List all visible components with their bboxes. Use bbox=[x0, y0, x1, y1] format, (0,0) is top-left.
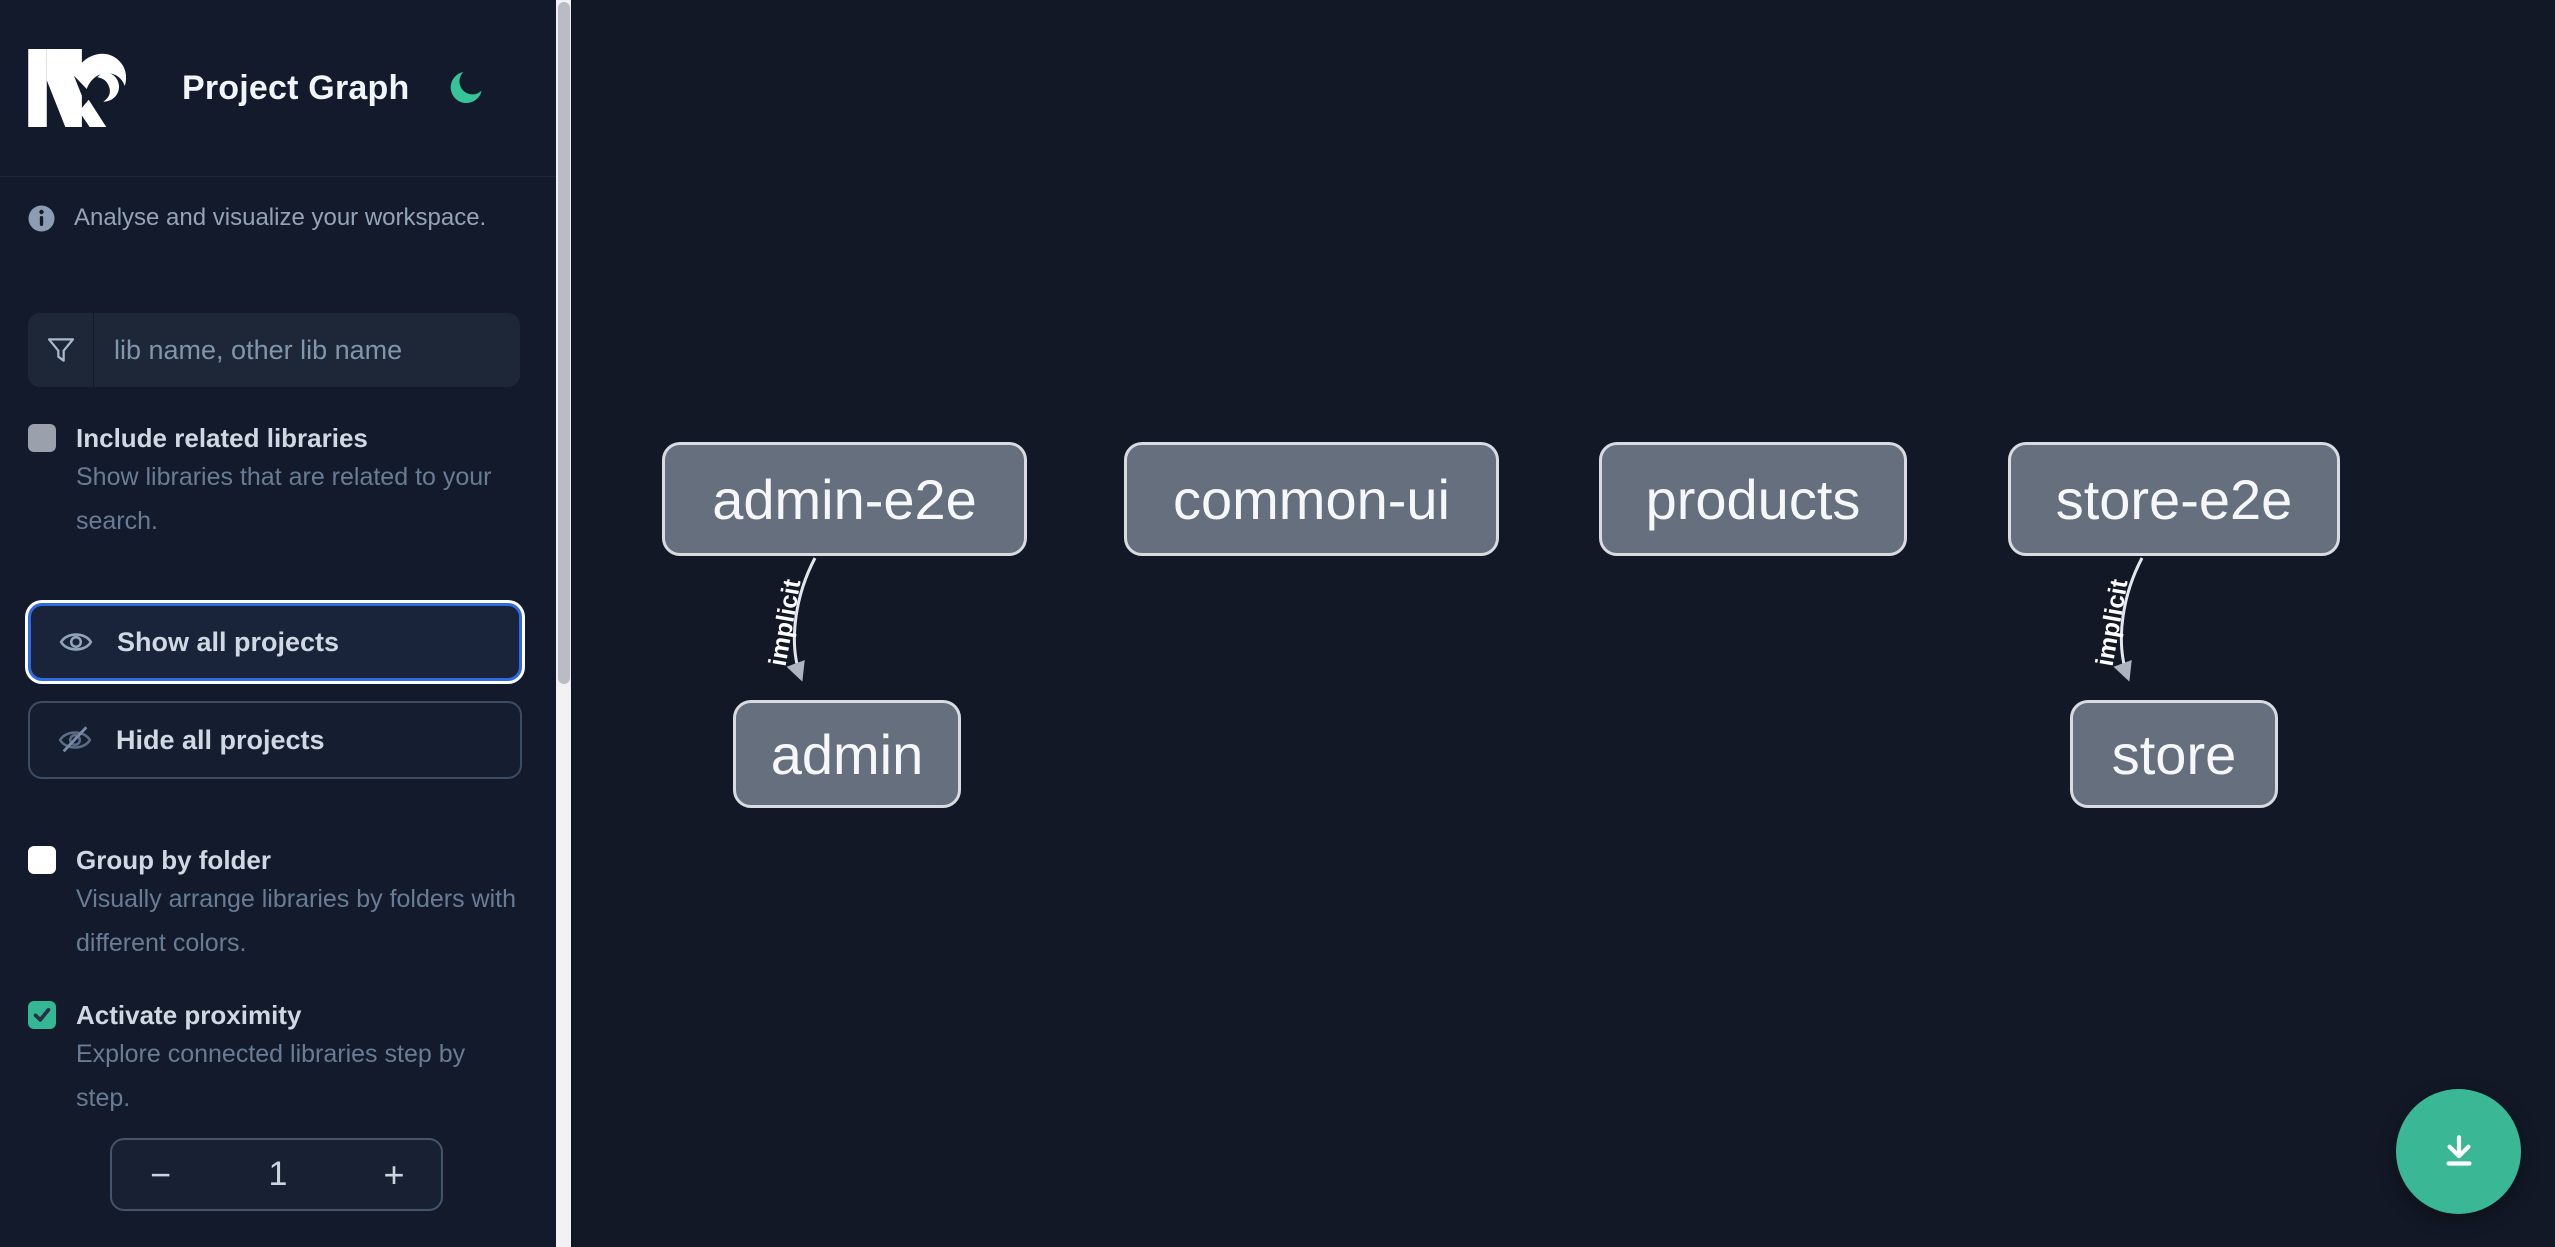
include-related-checkbox[interactable] bbox=[28, 424, 56, 452]
info-icon bbox=[28, 205, 55, 231]
graph-node-admin[interactable]: admin bbox=[733, 700, 961, 808]
graph-node-admin-e2e[interactable]: admin-e2e bbox=[662, 442, 1027, 556]
graph-node-products[interactable]: products bbox=[1599, 442, 1907, 556]
depth-value: 1 bbox=[268, 1155, 288, 1193]
funnel-icon bbox=[47, 338, 74, 362]
graph-node-store[interactable]: store bbox=[2070, 700, 2278, 808]
eye-slash-icon bbox=[58, 726, 92, 753]
activate-proximity-checkbox[interactable] bbox=[28, 1001, 56, 1029]
proximity-depth-stepper: − 1 + bbox=[110, 1138, 443, 1211]
workspace-info-text: Analyse and visualize your workspace. bbox=[74, 204, 487, 231]
sidebar-scrollbar-track[interactable] bbox=[556, 0, 571, 1247]
workspace-info: Analyse and visualize your workspace. bbox=[28, 204, 528, 232]
group-by-folder-label[interactable]: Group by folder bbox=[76, 845, 271, 875]
include-related-description: Show libraries that are related to your … bbox=[76, 463, 492, 535]
eye-icon bbox=[59, 633, 93, 651]
show-all-projects-button[interactable]: Show all projects bbox=[28, 603, 522, 681]
toggle-include-related: Include related libraries Show libraries… bbox=[28, 421, 528, 543]
graph-edge-store-e2e-to-store[interactable] bbox=[2113, 557, 2144, 682]
check-icon bbox=[33, 1008, 51, 1022]
graph-node-store-e2e[interactable]: store-e2e bbox=[2008, 442, 2340, 556]
toggle-group-by-folder: Group by folder Visually arrange librari… bbox=[28, 843, 528, 965]
increment-button[interactable]: + bbox=[347, 1140, 441, 1209]
nx-logo bbox=[28, 49, 126, 127]
activate-proximity-description: Explore connected libraries step by step… bbox=[76, 1040, 466, 1112]
sidebar-header: Project Graph bbox=[0, 0, 556, 177]
theme-toggle-button[interactable] bbox=[445, 66, 489, 110]
group-by-folder-description: Visually arrange libraries by folders wi… bbox=[76, 885, 517, 957]
graph-edge-admin-e2e-to-admin[interactable] bbox=[786, 557, 817, 682]
page-title: Project Graph bbox=[182, 68, 410, 107]
sidebar-scrollbar-thumb[interactable] bbox=[557, 2, 570, 684]
group-by-folder-checkbox[interactable] bbox=[28, 846, 56, 874]
include-related-label[interactable]: Include related libraries bbox=[76, 423, 368, 453]
show-all-projects-label: Show all projects bbox=[117, 626, 340, 657]
sidebar: Project Graph Analyse and visualize your… bbox=[0, 0, 556, 1247]
search-input[interactable] bbox=[94, 313, 520, 387]
download-icon bbox=[2445, 1134, 2472, 1166]
graph-canvas[interactable] bbox=[571, 0, 2555, 1247]
filter-search bbox=[28, 313, 520, 387]
moon-icon bbox=[451, 72, 483, 104]
download-graph-button[interactable] bbox=[2396, 1089, 2521, 1214]
filter-icon-cell bbox=[28, 313, 94, 387]
hide-all-projects-label: Hide all projects bbox=[116, 724, 325, 755]
graph-node-common-ui[interactable]: common-ui bbox=[1124, 442, 1499, 556]
hide-all-projects-button[interactable]: Hide all projects bbox=[28, 701, 522, 779]
toggle-activate-proximity: Activate proximity Explore connected lib… bbox=[28, 998, 528, 1120]
decrement-button[interactable]: − bbox=[112, 1140, 209, 1209]
activate-proximity-label[interactable]: Activate proximity bbox=[76, 1000, 302, 1030]
